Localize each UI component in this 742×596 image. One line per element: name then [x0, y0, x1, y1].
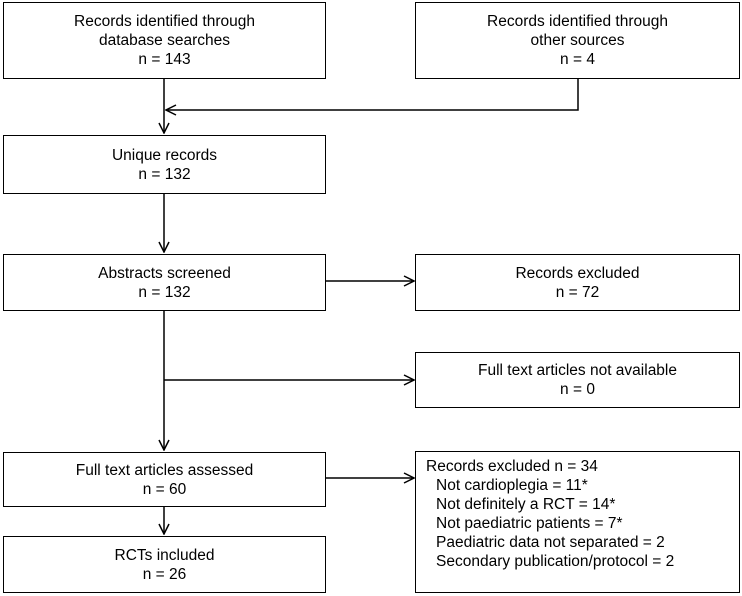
- text-line: n = 26: [142, 565, 187, 583]
- text-line: n = 132: [138, 283, 191, 301]
- text-line: n = 143: [138, 51, 191, 68]
- box-database-searches: Records identified through database sear…: [3, 2, 326, 79]
- text-line: Abstracts screened: [98, 264, 231, 282]
- box-abstracts-screened: Abstracts screened n = 132: [3, 254, 326, 311]
- box-unique-records: Unique records n = 132: [3, 135, 326, 194]
- text-line: Unique records: [111, 146, 218, 164]
- text-line: n = 72: [555, 283, 600, 301]
- box-other-sources: Records identified through other sources…: [415, 2, 740, 79]
- box-records-excluded-full-text: Records excluded n = 34 Not cardioplegia…: [415, 451, 740, 593]
- exclusion-reason: Not cardioplegia = 11*: [436, 477, 588, 494]
- text-line: n = 4: [560, 51, 595, 68]
- text-line: RCTs included: [114, 546, 215, 564]
- text-line: Records identified through: [74, 13, 255, 30]
- box-full-text-not-available: Full text articles not available n = 0: [415, 352, 740, 408]
- box-records-excluded-screening: Records excluded n = 72: [415, 254, 740, 311]
- box-full-text-assessed: Full text articles assessed n = 60: [3, 452, 326, 507]
- connector-other-sources-merge: [166, 78, 579, 110]
- exclusion-reason: Secondary publication/protocol = 2: [436, 553, 675, 570]
- text-line: n = 60: [142, 480, 187, 498]
- exclusion-reason: Not definitely a RCT = 14*: [436, 496, 616, 513]
- exclusion-reason: Paediatric data not separated = 2: [436, 534, 665, 551]
- text-line: database searches: [99, 32, 230, 49]
- text-line: Records identified through: [487, 13, 668, 30]
- text-line: Full text articles assessed: [75, 461, 254, 479]
- box-rcts-included: RCTs included n = 26: [3, 536, 326, 593]
- exclusion-reason: Not paediatric patients = 7*: [436, 515, 623, 532]
- text-line: Records excluded: [515, 264, 640, 282]
- exclusion-heading: Records excluded n = 34: [426, 458, 598, 475]
- text-line: other sources: [530, 32, 625, 49]
- text-line: Full text articles not available: [477, 362, 677, 379]
- text-line: n = 132: [138, 165, 191, 183]
- text-line: n = 0: [560, 381, 595, 398]
